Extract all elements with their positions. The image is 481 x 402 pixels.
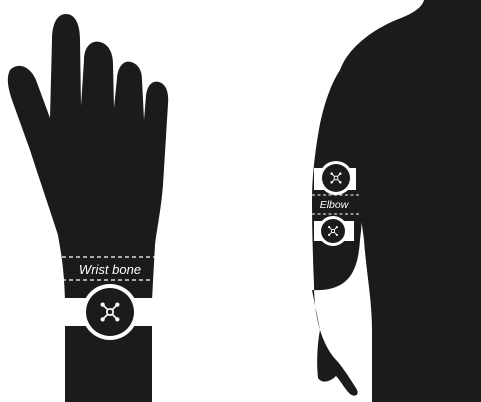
- hand-illustration: Wrist bone: [8, 14, 168, 402]
- elbow-sensor-lower: [318, 216, 348, 246]
- wrist-bone-label: Wrist bone: [79, 262, 141, 277]
- body-illustration: Elbow: [312, 0, 481, 402]
- wrist-sensor: [82, 284, 138, 340]
- elbow-label: Elbow: [320, 199, 350, 211]
- hand-silhouette: [8, 14, 168, 402]
- elbow-sensor-upper: [319, 161, 353, 195]
